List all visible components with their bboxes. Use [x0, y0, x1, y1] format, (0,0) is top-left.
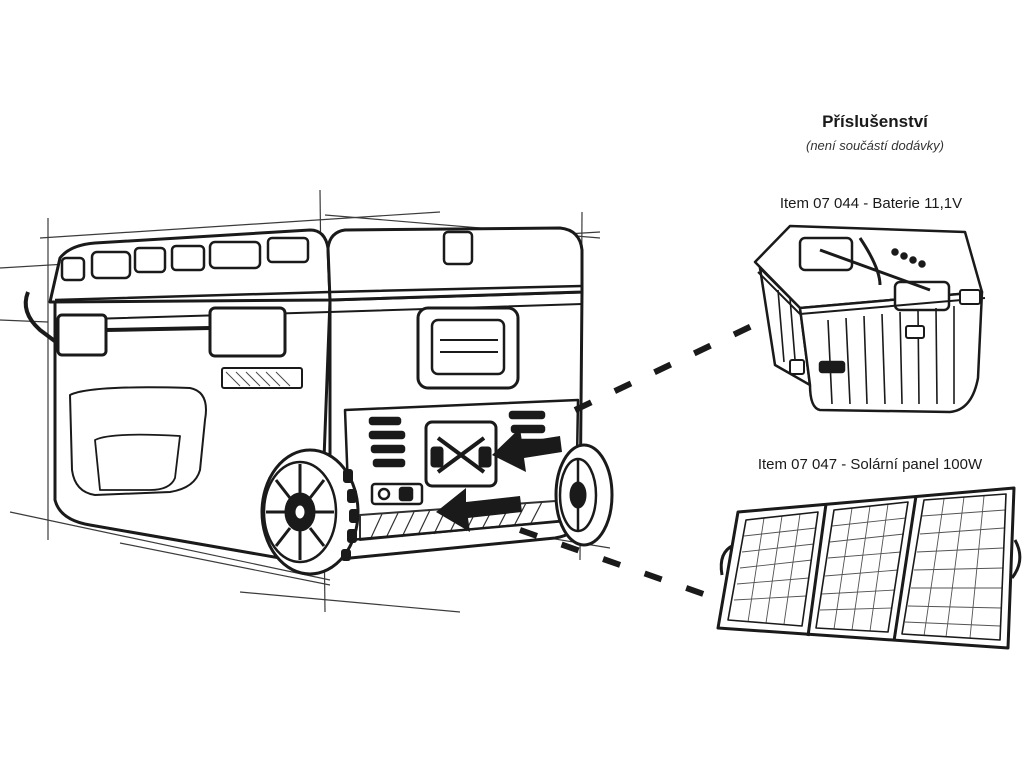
accessories-subtitle: (není součástí dodávky)	[805, 138, 945, 153]
wheel-right	[554, 443, 614, 547]
arrow-to-battery-bay	[492, 428, 562, 472]
leader-line-solar	[519, 527, 736, 608]
solar-module-3	[901, 493, 1007, 641]
side-hinge-right	[208, 306, 287, 358]
arrow-to-power-ports	[436, 488, 522, 532]
battery-bay	[424, 420, 498, 488]
leader-line-battery	[573, 312, 777, 413]
solar-module-2	[815, 501, 909, 633]
power-ports	[370, 482, 424, 506]
battery-illustration	[753, 224, 986, 414]
side-hinge-left	[56, 313, 108, 357]
solar-panel-illustration	[716, 486, 1022, 650]
lid-latch	[442, 230, 474, 266]
front-handle	[416, 306, 520, 390]
leader-lines	[519, 312, 777, 608]
battery-item-label: Item 07 044 - Baterie 11,1V	[779, 195, 963, 212]
accessories-title: Příslušenství	[822, 112, 928, 131]
lid-handles	[60, 236, 310, 282]
solar-item-label: Item 07 047 - Solární panel 100W	[757, 456, 983, 473]
wheel-left	[260, 448, 360, 576]
solar-module-1	[727, 511, 819, 627]
cooler-box	[23, 226, 584, 567]
